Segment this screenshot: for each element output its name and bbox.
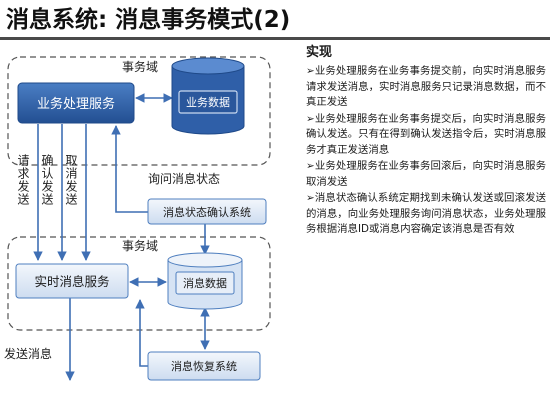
title-divider bbox=[0, 37, 550, 40]
arrow-recovery bbox=[135, 299, 148, 367]
confirm-system-node bbox=[147, 198, 267, 225]
domain-label-bottom: 事务域 bbox=[122, 238, 158, 253]
edge-label-query-status: 询问消息状态 bbox=[148, 171, 220, 186]
business-service-label: 业务处理服务 bbox=[37, 96, 115, 112]
business-service-node bbox=[17, 82, 135, 124]
realtime-service-node bbox=[15, 263, 129, 299]
edge-label-confirm-send: 确认发送 bbox=[40, 154, 54, 206]
confirm-system-label: 消息状态确认系统 bbox=[163, 205, 251, 219]
recovery-system-label: 消息恢复系统 bbox=[171, 359, 237, 373]
page-title: 消息系统: 消息事务模式(2) bbox=[6, 7, 291, 33]
transaction-domain-bottom bbox=[7, 236, 271, 331]
realtime-service-label: 实时消息服务 bbox=[34, 274, 109, 289]
message-data-node bbox=[167, 252, 243, 310]
bullet-item: ➢业务处理服务在业务事务提交前，向实时消息服务请求发送消息，实时消息服务只记录消… bbox=[306, 65, 546, 108]
bullet-item: ➢业务处理服务在业务事务提交后，向实时消息服务确认发送。只有在得到确认发送指令后… bbox=[306, 112, 546, 156]
edge-label-request-send: 请求发送 bbox=[16, 154, 30, 206]
arrow-query-status bbox=[111, 125, 148, 213]
bullet-item: ➢消息状态确认系统定期找到未确认发送或回滚发送的消息，向业务处理服务询问消息状态… bbox=[306, 192, 546, 235]
business-data-node bbox=[171, 57, 245, 135]
domain-label-top: 事务域 bbox=[122, 59, 158, 74]
architecture-diagram: 事务域 事务域 业务处理服务 业务数据 请求发送 确认发送 取消发送 询问消息状… bbox=[4, 56, 271, 381]
edge-label-cancel-send: 取消发送 bbox=[64, 154, 78, 206]
implementation-panel: 实现 ➢业务处理服务在业务事务提交前，向实时消息服务请求发送消息，实时消息服务只… bbox=[306, 44, 546, 239]
recovery-system-node bbox=[147, 351, 261, 381]
edge-label-send-message: 发送消息 bbox=[4, 346, 52, 361]
bullet-item: ➢业务处理服务在业务事务回滚后，向实时消息服务取消发送 bbox=[306, 160, 546, 188]
business-data-label: 业务数据 bbox=[186, 95, 230, 109]
panel-heading: 实现 bbox=[306, 45, 333, 60]
message-data-label: 消息数据 bbox=[183, 276, 227, 290]
